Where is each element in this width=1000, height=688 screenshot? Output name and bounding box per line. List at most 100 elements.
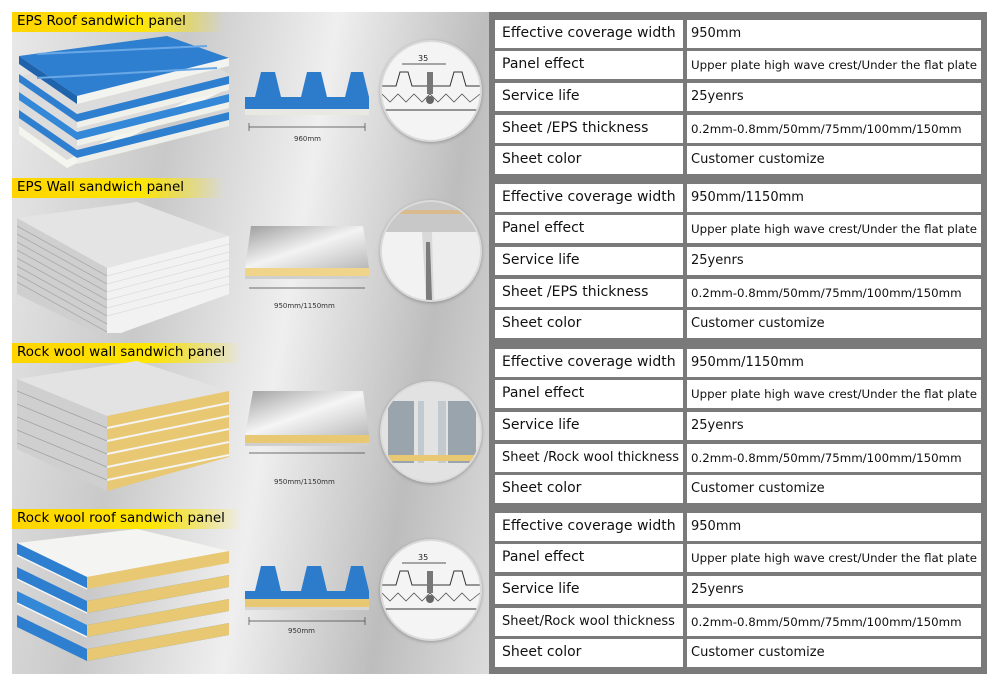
spec-label: Effective coverage width [502, 518, 676, 534]
spec-value: Upper plate high wave crest/Under the fl… [691, 551, 977, 565]
spec-label-cell: Service life [495, 83, 683, 111]
spec-value: Upper plate high wave crest/Under the fl… [691, 58, 977, 72]
spec-value-cell: Upper plate high wave crest/Under the fl… [687, 51, 981, 79]
product-images-panel: EPS Roof sandwich panel [12, 12, 489, 674]
spec-row: Sheet color Customer customize [495, 475, 981, 503]
spec-label: Service life [502, 581, 580, 597]
spec-value: 0.2mm-0.8mm/50mm/75mm/100mm/150mm [691, 122, 962, 136]
spec-label-cell: Service life [495, 412, 683, 440]
joint-detail-image [380, 200, 482, 302]
detail-dimension: 35 [418, 54, 428, 63]
spec-row: Sheet color Customer customize [495, 146, 981, 174]
joint-detail-image: 35 [380, 40, 482, 142]
spec-value-cell: Upper plate high wave crest/Under the fl… [687, 380, 981, 408]
spec-label: Sheet color [502, 644, 582, 660]
spec-label: Sheet color [502, 315, 582, 331]
wall-panel-stack-image [17, 202, 230, 333]
spec-label-cell: Service life [495, 247, 683, 275]
section-title: Rock wool wall sandwich panel [17, 344, 226, 360]
spec-value: 950mm/1150mm [691, 190, 804, 205]
spec-value-cell: Upper plate high wave crest/Under the fl… [687, 215, 981, 243]
spec-value: 0.2mm-0.8mm/50mm/75mm/100mm/150mm [691, 615, 962, 629]
spec-value: 0.2mm-0.8mm/50mm/75mm/100mm/150mm [691, 451, 962, 465]
spec-value-cell: 25yenrs [687, 412, 981, 440]
joint-detail-image [380, 381, 482, 483]
spec-value: Customer customize [691, 645, 825, 660]
spec-label: Sheet color [502, 480, 582, 496]
spec-value: 950mm/1150mm [691, 355, 804, 370]
spec-value: Customer customize [691, 481, 825, 496]
spec-label: Sheet /EPS thickness [502, 120, 649, 136]
rockwool-roof-profile-image [245, 566, 369, 625]
spec-value: Upper plate high wave crest/Under the fl… [691, 222, 977, 236]
spec-label-cell: Sheet color [495, 146, 683, 174]
spec-row: Effective coverage width 950mm/1150mm [495, 349, 981, 377]
dimension-label: 950mm/1150mm [274, 478, 335, 486]
spec-label: Service life [502, 88, 580, 104]
spec-row: Panel effect Upper plate high wave crest… [495, 215, 981, 243]
spec-row: Sheet /EPS thickness 0.2mm-0.8mm/50mm/75… [495, 279, 981, 307]
joint-detail-image: 35 [380, 539, 482, 641]
spec-value-cell: Customer customize [687, 475, 981, 503]
spec-value: 950mm [691, 519, 742, 534]
spec-label: Sheet /EPS thickness [502, 284, 649, 300]
spec-label-cell: Sheet color [495, 639, 683, 667]
spec-label: Panel effect [502, 220, 585, 236]
spec-value-cell: 25yenrs [687, 576, 981, 604]
dimension-label: 960mm [294, 135, 321, 143]
spec-value: Customer customize [691, 316, 825, 331]
spec-value: Upper plate high wave crest/Under the fl… [691, 387, 977, 401]
spec-value: 25yenrs [691, 253, 744, 268]
spec-value-cell: 25yenrs [687, 83, 981, 111]
spec-row: Service life 25yenrs [495, 83, 981, 111]
spec-row: Sheet color Customer customize [495, 310, 981, 338]
roof-panel-profile-image [245, 72, 369, 131]
spec-row: Panel effect Upper plate high wave crest… [495, 544, 981, 572]
spec-label-cell: Sheet/Rock wool thickness [495, 608, 683, 636]
section-rockwool-roof: Rock wool roof sandwich panel [12, 509, 489, 673]
spec-label-cell: Panel effect [495, 215, 683, 243]
title-highlight [12, 509, 242, 529]
spec-value-cell: 950mm [687, 20, 981, 48]
section-rockwool-wall: Rock wool wall sandwich panel [12, 343, 489, 507]
spec-label-cell: Panel effect [495, 544, 683, 572]
spec-row: Effective coverage width 950mm [495, 20, 981, 48]
spec-label-cell: Effective coverage width [495, 184, 683, 212]
spec-value-cell: 0.2mm-0.8mm/50mm/75mm/100mm/150mm [687, 608, 981, 636]
rockwool-wall-profile-image [245, 391, 369, 454]
wall-panel-profile-image [245, 226, 369, 289]
spec-value: 25yenrs [691, 418, 744, 433]
spec-label-cell: Sheet color [495, 310, 683, 338]
spec-value: 25yenrs [691, 582, 744, 597]
spec-value-cell: 0.2mm-0.8mm/50mm/75mm/100mm/150mm [687, 115, 981, 143]
spec-label: Panel effect [502, 549, 585, 565]
spec-label: Sheet /Rock wool thickness [502, 450, 679, 465]
section-title: Rock wool roof sandwich panel [17, 510, 225, 526]
spec-label-cell: Panel effect [495, 380, 683, 408]
spec-value-cell: Customer customize [687, 639, 981, 667]
detail-dimension: 35 [418, 553, 428, 562]
spec-tables-panel: Effective coverage width 950mm Panel eff… [489, 12, 987, 674]
spec-value-cell: 950mm/1150mm [687, 184, 981, 212]
spec-label: Panel effect [502, 385, 585, 401]
spec-label: Effective coverage width [502, 189, 676, 205]
spec-row: Sheet /EPS thickness 0.2mm-0.8mm/50mm/75… [495, 115, 981, 143]
section-eps-roof: EPS Roof sandwich panel [12, 12, 489, 176]
title-highlight [12, 12, 224, 32]
spec-row: Effective coverage width 950mm/1150mm [495, 184, 981, 212]
spec-row: Service life 25yenrs [495, 412, 981, 440]
spec-value: 25yenrs [691, 89, 744, 104]
spec-value: Customer customize [691, 152, 825, 167]
spec-value-cell: Customer customize [687, 146, 981, 174]
section-title: EPS Roof sandwich panel [17, 13, 186, 29]
dimension-label: 950mm [288, 627, 315, 635]
spec-label: Service life [502, 417, 580, 433]
title-highlight [12, 178, 224, 198]
spec-row: Service life 25yenrs [495, 576, 981, 604]
spec-label: Effective coverage width [502, 25, 676, 41]
spec-value-cell: 950mm [687, 513, 981, 541]
spec-value: 0.2mm-0.8mm/50mm/75mm/100mm/150mm [691, 286, 962, 300]
rockwool-roof-stack-image [17, 529, 229, 661]
spec-label-cell: Effective coverage width [495, 349, 683, 377]
